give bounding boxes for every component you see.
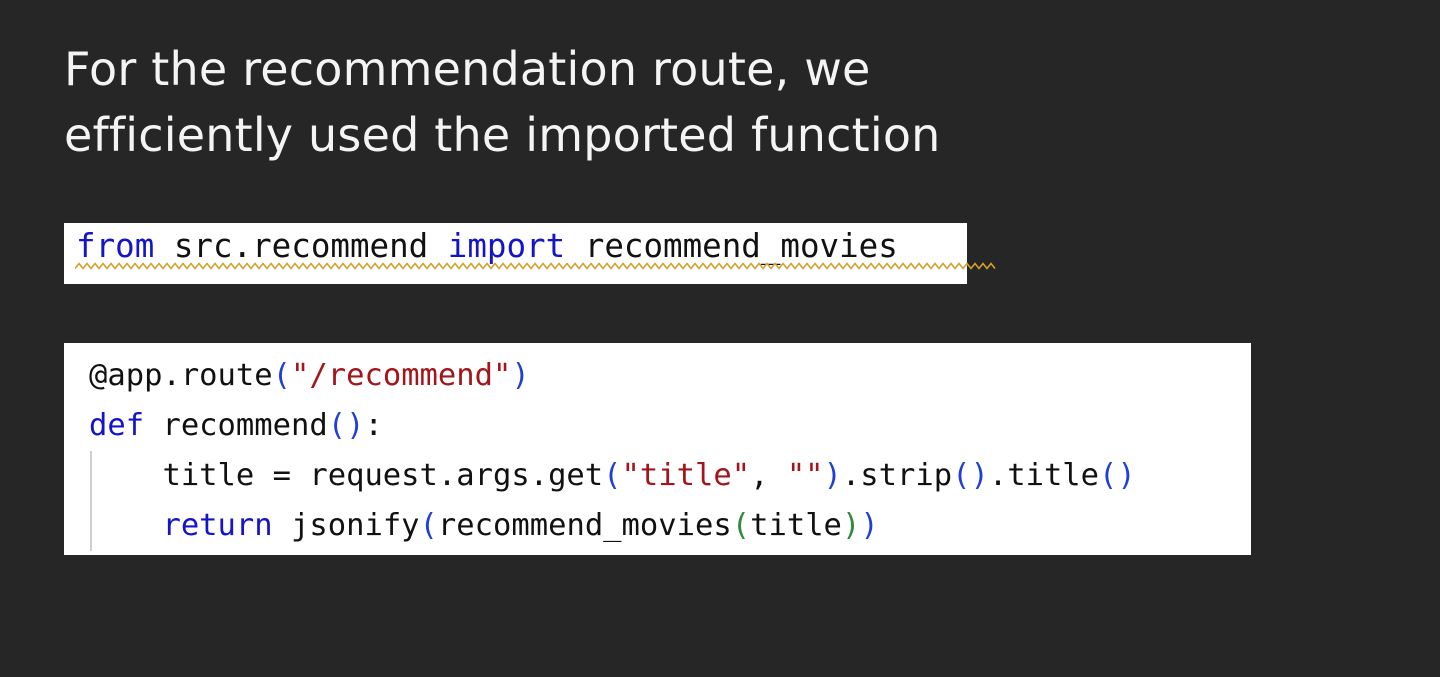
paren-open: (: [603, 458, 622, 493]
indent: [89, 508, 162, 543]
paren-close: ): [970, 458, 989, 493]
paren-close: ): [823, 458, 842, 493]
import-code-snippet: from src.recommend import recommend_movi…: [64, 223, 996, 284]
keyword-import: import: [447, 227, 566, 265]
code-line-return: return jsonify(recommend_movies(title)): [89, 501, 1251, 551]
jsonify-call: jsonify: [272, 508, 420, 543]
code-line-title-assign: title = request.args.get("title", "").st…: [89, 451, 1251, 501]
paren-open: (: [327, 408, 347, 443]
paren-close: ): [511, 358, 530, 393]
assignment-code: title = request.args.get: [162, 458, 604, 493]
indent-guide: [90, 451, 92, 551]
heading-line-2: efficiently used the imported function: [64, 108, 941, 162]
paren-close: ): [346, 408, 365, 443]
imported-function-name: recommend_movies: [565, 227, 898, 265]
route-path-string: "/recommend": [291, 358, 512, 393]
paren-close: ): [1117, 458, 1136, 493]
string-empty: "": [786, 458, 824, 493]
strip-call: .strip: [841, 458, 953, 493]
code-line-decorator: @app.route("/recommend"): [89, 351, 1251, 401]
title-argument: title: [750, 508, 842, 543]
keyword-def: def: [89, 408, 145, 443]
keyword-return: return: [162, 508, 273, 543]
heading-line-1: For the recommendation route, we: [64, 42, 871, 96]
arg-separator: ,: [750, 458, 787, 493]
warning-squiggle-underline: [75, 262, 996, 270]
module-path: src.recommend: [154, 227, 448, 265]
paren-open: (: [419, 508, 438, 543]
paren-open: (: [731, 508, 751, 543]
paren-open: (: [272, 358, 292, 393]
colon: :: [364, 408, 383, 443]
paren-open: (: [952, 458, 971, 493]
recommend-movies-call: recommend_movies: [437, 508, 732, 543]
title-call: .title: [988, 458, 1100, 493]
string-title: "title": [621, 458, 751, 493]
decorator: @app.route: [89, 358, 273, 393]
paren-open: (: [1099, 458, 1118, 493]
import-line: from src.recommend import recommend_movi…: [76, 226, 967, 266]
indent: [89, 458, 162, 493]
route-code-snippet: @app.route("/recommend")def recommend():…: [64, 343, 1251, 555]
paren-close: ): [841, 508, 861, 543]
code-line-def: def recommend():: [89, 401, 1251, 451]
paren-close: ): [860, 508, 879, 543]
keyword-from: from: [76, 227, 155, 265]
slide-heading: For the recommendation route, we efficie…: [64, 36, 941, 168]
function-name: recommend: [144, 408, 328, 443]
